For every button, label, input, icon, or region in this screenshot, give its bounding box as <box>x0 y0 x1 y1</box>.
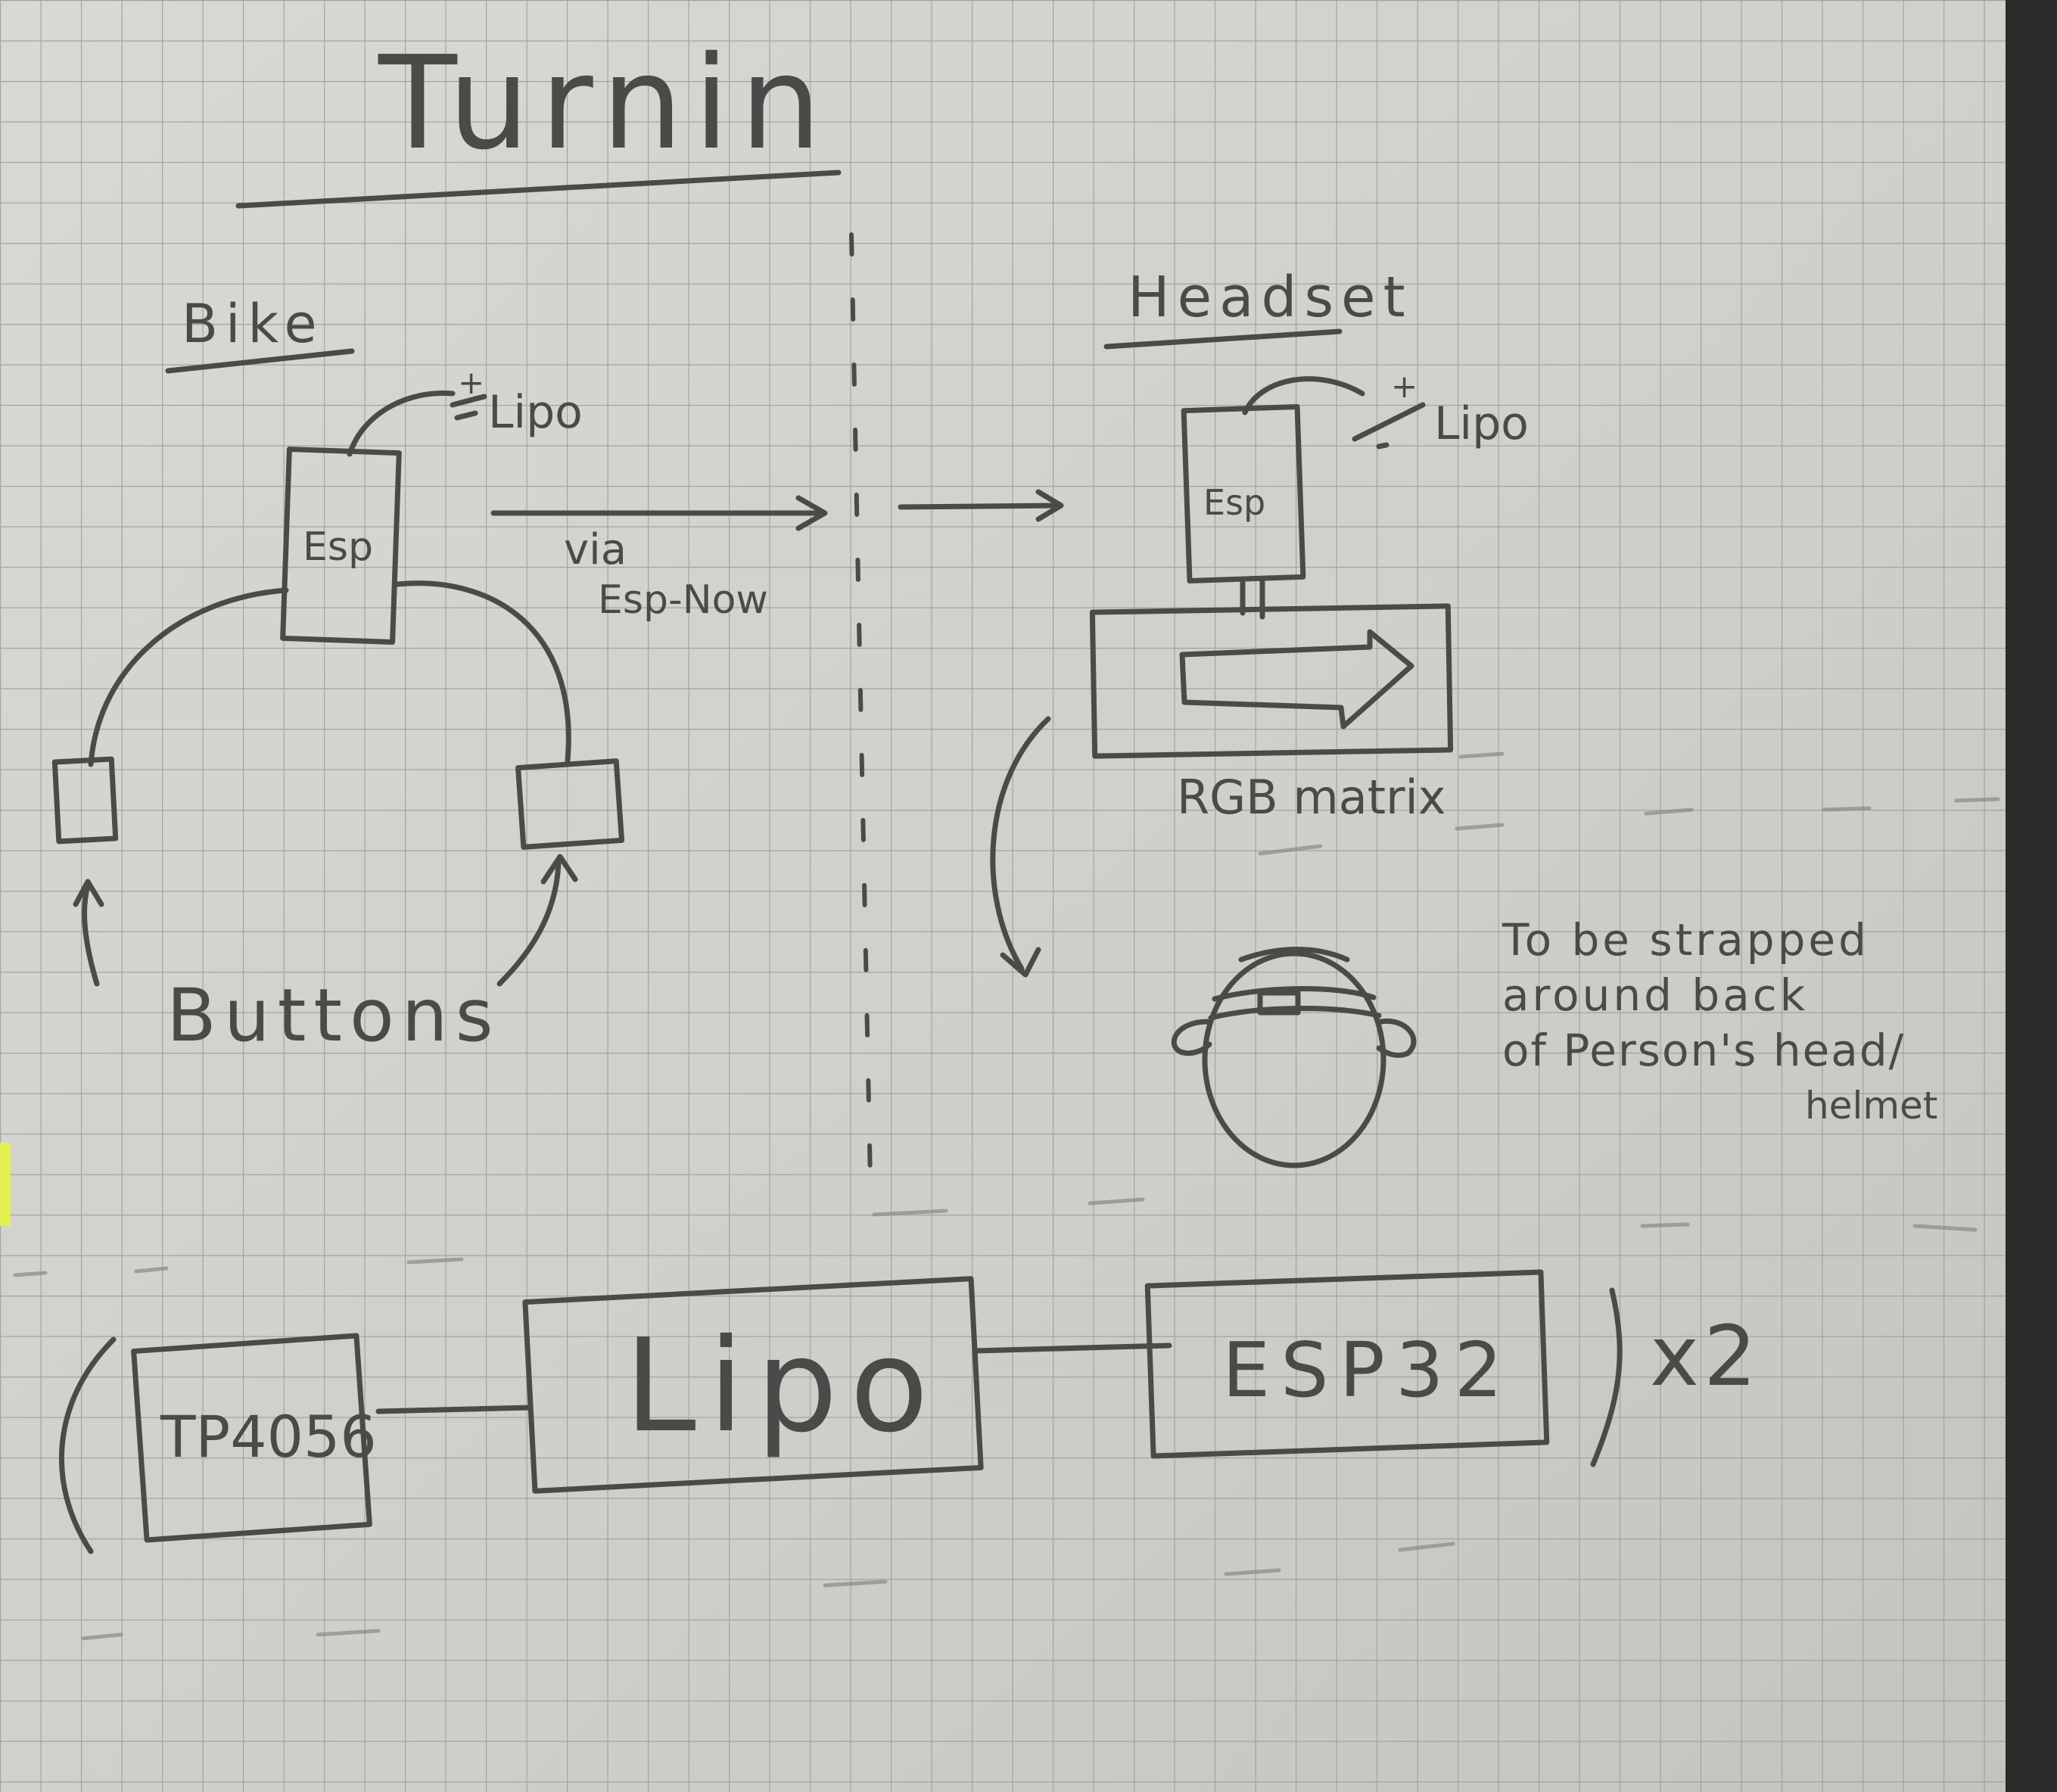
tp4056-label: TP4056 <box>160 1403 377 1470</box>
smudge-2 <box>1258 823 1505 856</box>
head-hair <box>1238 947 1350 963</box>
bike-lipo-label: Lipo <box>488 386 583 439</box>
buttons-label: Buttons <box>166 973 501 1058</box>
lipo-label: Lipo <box>624 1311 941 1461</box>
link-arrow-right <box>898 489 1064 522</box>
link-label-protocol: Esp-Now <box>598 577 768 623</box>
bike-button-left <box>51 756 119 845</box>
bottom-paren-open <box>58 1336 117 1554</box>
bike-lipo-wire <box>347 390 456 457</box>
headset-note-line1: To be strapped <box>1502 914 1869 966</box>
headset-lipo-label: Lipo <box>1434 397 1529 450</box>
bike-lipo-plus: + <box>458 364 484 401</box>
head-outline <box>1202 950 1386 1168</box>
bike-heading-underline <box>165 348 355 374</box>
section-divider <box>849 232 873 1183</box>
bike-wire-left <box>88 587 289 767</box>
grid-lines <box>0 0 2013 1792</box>
esp32-label: ESP32 <box>1222 1326 1513 1414</box>
head-ear-left <box>1171 1019 1212 1056</box>
title-underline <box>235 170 842 209</box>
smudge-5 <box>1458 751 1978 1232</box>
headset-note-line4: helmet <box>1805 1084 1937 1128</box>
multiplier-label: x2 <box>1650 1308 1761 1405</box>
link-label-via: via <box>564 525 627 574</box>
buttons-arrow-left <box>73 879 104 987</box>
bike-esp-box <box>280 446 402 645</box>
rgb-matrix-arrow-graphic <box>1179 629 1414 730</box>
headset-heading-underline <box>1103 328 1343 350</box>
headset-note-line2: around back <box>1502 969 1808 1021</box>
headset-esp-label: Esp <box>1203 482 1265 523</box>
page-title: Turnin <box>378 29 832 179</box>
headset-note-line3: of Person's head/ <box>1502 1025 1905 1076</box>
bike-esp-label: Esp <box>303 524 373 570</box>
smudge-3 <box>13 1197 1145 1277</box>
head-ear-right <box>1376 1019 1417 1058</box>
wire-lipo-esp32 <box>973 1342 1172 1354</box>
headset-lipo-plus: + <box>1391 368 1417 405</box>
bike-battery-symbol <box>450 394 487 421</box>
rgb-matrix-box <box>1089 603 1454 759</box>
esp32-box <box>1144 1269 1550 1459</box>
headset-esp-box <box>1181 403 1306 584</box>
bike-button-right <box>515 758 625 850</box>
bottom-paren-close <box>1590 1287 1623 1467</box>
headset-heading: Headset <box>1128 265 1413 330</box>
smudge-1 <box>1644 797 2000 816</box>
link-arrow-left <box>490 495 828 531</box>
wire-tp4056-lipo <box>375 1405 533 1414</box>
lipo-box <box>522 1276 984 1494</box>
highlighter-mark <box>0 1143 11 1226</box>
rgb-matrix-label: RGB matrix <box>1177 770 1446 825</box>
smudge-4 <box>81 1542 1455 1641</box>
page-edge-shadow <box>2006 0 2057 1792</box>
tp4056-box <box>131 1333 372 1543</box>
bike-heading: Bike <box>182 293 325 355</box>
head-strap <box>1208 986 1382 1021</box>
bike-wire-right <box>394 580 571 764</box>
headset-battery-symbol <box>1352 402 1426 450</box>
head-matrix-icon <box>1257 990 1301 1016</box>
buttons-arrow-right <box>496 854 578 987</box>
headset-lipo-wire <box>1242 376 1365 415</box>
mount-arrow <box>990 716 1051 978</box>
